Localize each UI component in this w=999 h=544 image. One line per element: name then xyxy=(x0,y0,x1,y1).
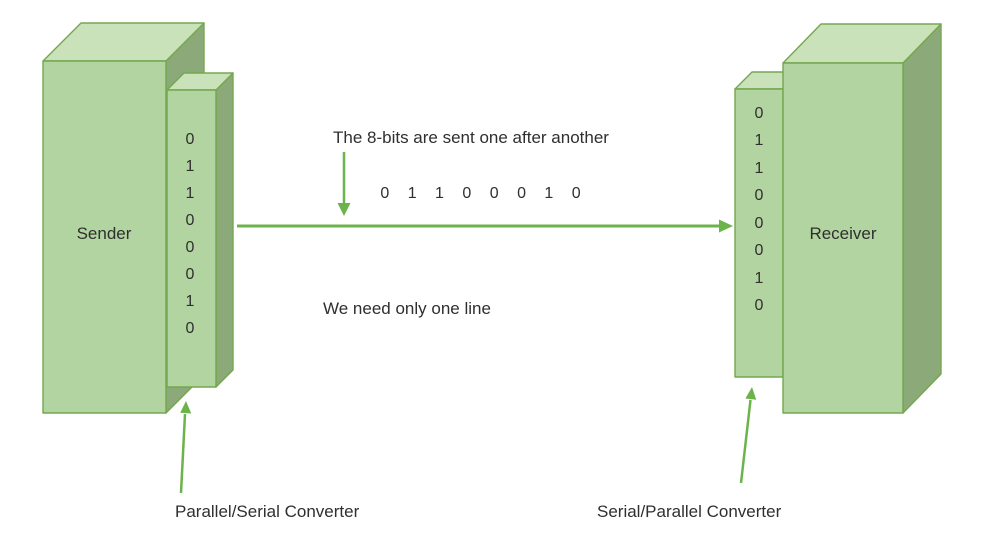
receiver-bit-4: 0 xyxy=(755,215,764,232)
transmission-arrowhead-icon xyxy=(719,219,733,233)
serial-bit-stream: 0 1 1 0 0 0 1 0 xyxy=(380,185,587,202)
sender-label: Sender xyxy=(77,224,132,243)
sender-bit-7: 0 xyxy=(186,320,195,337)
serial-parallel-arrow-stem xyxy=(739,399,752,484)
sender-bit-2: 1 xyxy=(186,185,195,202)
receiver-bit-3: 0 xyxy=(755,187,764,204)
receiver-bit-1: 1 xyxy=(755,132,764,149)
serial-parallel-converter-label: Serial/Parallel Converter xyxy=(597,502,782,521)
receiver-box-side-face xyxy=(902,23,942,414)
receiver-box: Receiver xyxy=(782,23,942,414)
receiver-bit-2: 1 xyxy=(755,160,764,177)
receiver-bit-6: 1 xyxy=(755,270,764,287)
sender-bit-1: 1 xyxy=(186,158,195,175)
receiver-bit-7: 0 xyxy=(755,297,764,314)
parallel-serial-arrowhead-icon xyxy=(180,401,192,414)
sender-converter-front-face xyxy=(166,89,217,388)
caption-down-arrow xyxy=(337,152,351,216)
caption-down-arrowhead-icon xyxy=(337,203,351,216)
receiver-bit-5: 0 xyxy=(755,242,764,259)
receiver-box-front-face xyxy=(782,62,904,414)
serial-parallel-callout: Serial/Parallel Converter xyxy=(597,387,782,521)
sender-bit-4: 0 xyxy=(186,239,195,256)
sender-box-front-face xyxy=(42,60,167,414)
caption-bits-sent: The 8-bits are sent one after another xyxy=(333,128,609,147)
parallel-serial-arrow-stem xyxy=(179,413,187,494)
receiver-bit-0: 0 xyxy=(755,105,764,122)
sender-bit-5: 0 xyxy=(186,266,195,283)
transmission-line-arrow xyxy=(237,219,733,233)
receiver-label: Receiver xyxy=(809,224,876,243)
sender-bit-0: 0 xyxy=(186,131,195,148)
sender-bit-3: 0 xyxy=(186,212,195,229)
caption-one-line: We need only one line xyxy=(323,299,491,318)
sender-bit-6: 1 xyxy=(186,293,195,310)
parallel-serial-callout: Parallel/Serial Converter xyxy=(175,401,360,521)
serial-parallel-arrowhead-icon xyxy=(745,387,757,400)
sender-converter-side-face xyxy=(215,72,234,388)
sender-converter-box: 0 1 1 0 0 0 1 0 xyxy=(166,72,234,388)
parallel-serial-converter-label: Parallel/Serial Converter xyxy=(175,502,360,521)
